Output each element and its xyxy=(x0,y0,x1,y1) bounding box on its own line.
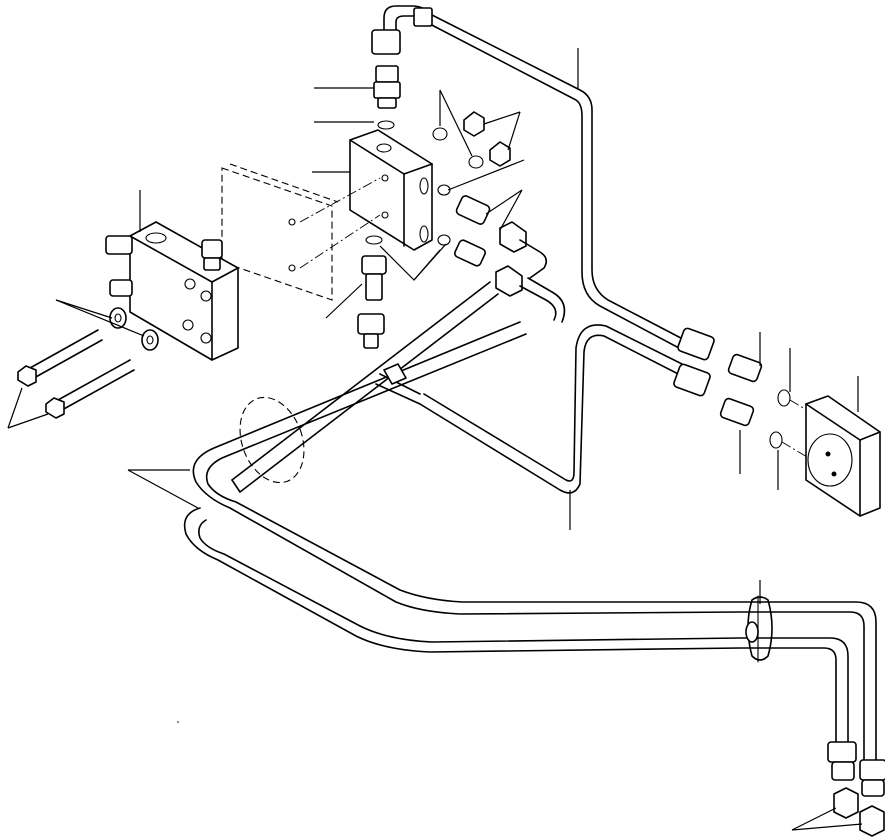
manifold-right-fittings xyxy=(432,111,527,297)
valve-body xyxy=(105,221,239,361)
u-pipe xyxy=(375,324,695,494)
manifold-block xyxy=(349,129,433,251)
upper-fitting-stack xyxy=(373,65,401,130)
leader-lines xyxy=(7,48,863,831)
mounting-plate xyxy=(805,395,881,517)
mounting-bolts xyxy=(17,307,159,419)
right-connectors xyxy=(673,327,831,467)
lower-right-fittings xyxy=(827,741,885,837)
short-pipe xyxy=(519,239,566,323)
pipe-clamp xyxy=(745,595,773,663)
gasket-plate xyxy=(221,163,381,301)
manifold-lower-fittings xyxy=(357,235,387,349)
main-pipe-pair xyxy=(183,281,877,761)
upper-pipe-assembly xyxy=(371,5,701,357)
